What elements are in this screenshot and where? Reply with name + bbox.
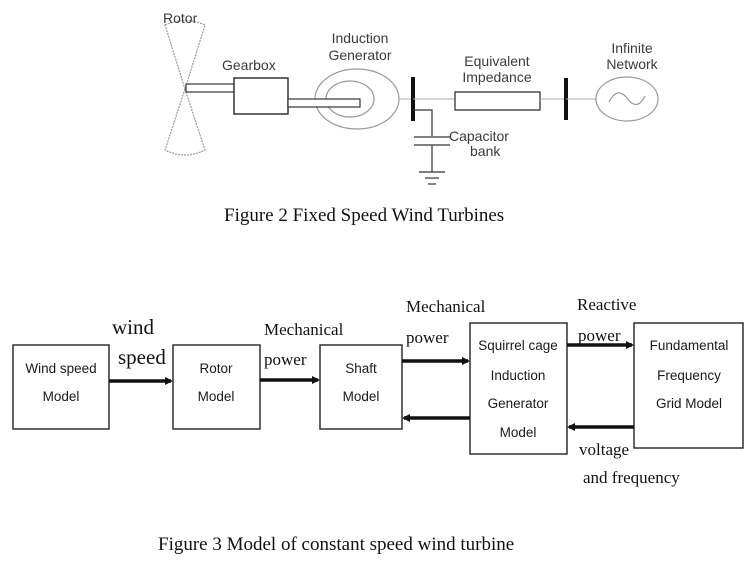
high-speed-shaft bbox=[287, 98, 361, 108]
block-label: Induction bbox=[491, 368, 546, 383]
block-label: Fundamental bbox=[650, 338, 729, 353]
impedance-label-line2: Impedance bbox=[462, 69, 531, 85]
network-label-line1: Infinite bbox=[611, 40, 652, 56]
signal-label-voltage: voltage bbox=[579, 440, 629, 459]
block-label: Rotor bbox=[199, 361, 233, 376]
capacitor-bank-icon bbox=[413, 109, 450, 172]
signal-label-power-1: power bbox=[264, 350, 307, 369]
signal-label-mechanical-2: Mechanical bbox=[406, 297, 486, 316]
block-label: Generator bbox=[488, 396, 549, 411]
block-label: Model bbox=[343, 389, 380, 404]
rotor-label: Rotor bbox=[163, 10, 198, 26]
block-label: Squirrel cage bbox=[478, 338, 558, 353]
ground-icon bbox=[419, 171, 445, 185]
signal-label-wind: wind bbox=[112, 315, 155, 339]
block-label: Grid Model bbox=[656, 396, 722, 411]
block-wind-speed-model: Wind speed Model bbox=[12, 344, 110, 430]
block-grid-model: Fundamental Frequency Grid Model bbox=[633, 322, 744, 449]
block-induction-generator-model: Squirrel cage Induction Generator Model bbox=[469, 322, 568, 455]
block-label: Model bbox=[198, 389, 235, 404]
impedance-label-line1: Equivalent bbox=[464, 53, 529, 69]
block-rotor-model: Rotor Model bbox=[172, 344, 261, 430]
figure-2-caption: Figure 2 Fixed Speed Wind Turbines bbox=[224, 205, 505, 226]
network-label-line2: Network bbox=[606, 56, 658, 72]
block-label: Model bbox=[500, 425, 537, 440]
figure-2-schematic: Rotor Gearbox Induction Generator bbox=[163, 10, 659, 185]
generator-label-line1: Induction bbox=[332, 30, 389, 46]
generator-label-line2: Generator bbox=[328, 47, 391, 63]
low-speed-shaft bbox=[185, 83, 235, 93]
signal-label-speed: speed bbox=[118, 345, 166, 369]
block-label: Shaft bbox=[345, 361, 377, 376]
block-label: Frequency bbox=[657, 368, 721, 383]
figure-3-caption: Figure 3 Model of constant speed wind tu… bbox=[158, 534, 515, 555]
block-shaft-model: Shaft Model bbox=[319, 344, 403, 430]
signal-label-power-3: power bbox=[578, 326, 621, 345]
gearbox-box bbox=[233, 77, 289, 115]
capacitor-label-line2: bank bbox=[470, 143, 501, 159]
capacitor-label-line1: Capacitor bbox=[449, 128, 509, 144]
signal-label-and-frequency: and frequency bbox=[583, 468, 680, 487]
signal-label-power-2: power bbox=[406, 328, 449, 347]
ac-source-icon bbox=[595, 76, 659, 122]
rotor-icon bbox=[164, 19, 206, 156]
signal-label-reactive: Reactive bbox=[577, 295, 636, 314]
block-label: Wind speed bbox=[25, 361, 96, 376]
gearbox-label: Gearbox bbox=[222, 57, 276, 73]
block-label: Model bbox=[43, 389, 80, 404]
signal-label-mechanical-1: Mechanical bbox=[264, 320, 344, 339]
equivalent-impedance-box bbox=[454, 91, 541, 111]
figure-3-block-diagram: Wind speed Model Rotor Model Shaft Model… bbox=[12, 295, 744, 487]
